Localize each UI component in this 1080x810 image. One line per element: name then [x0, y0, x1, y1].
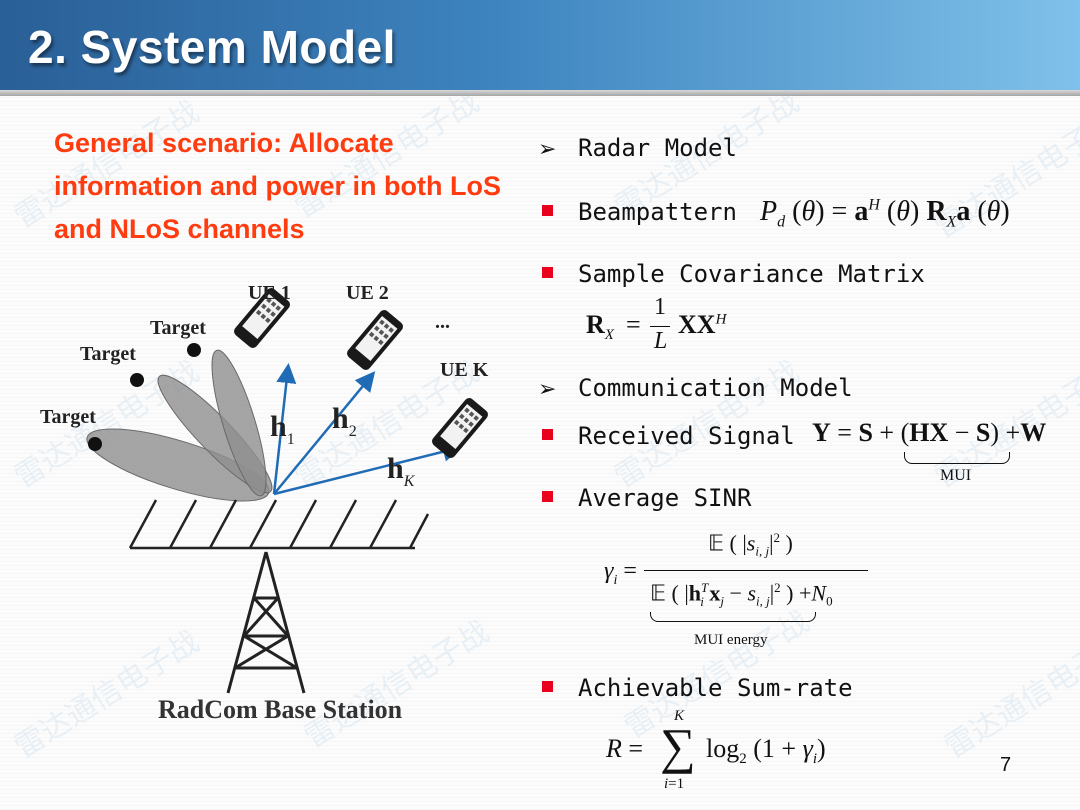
watermark: 雷达通信电子战: [938, 624, 1080, 766]
label-ue-ellipsis: ...: [435, 311, 450, 333]
red-square-icon: [542, 681, 553, 692]
channel-arrow-h2: [273, 371, 376, 495]
heading-communication-label: Communication Model: [578, 374, 853, 402]
target-dot-icon: [187, 343, 201, 357]
heading-radar-model: ➢ Radar Model: [538, 134, 737, 162]
slide-title: 2. System Model: [28, 21, 396, 73]
bullet-sum-rate: Achievable Sum-rate: [542, 674, 853, 702]
mui-label: MUI: [940, 467, 972, 484]
received-label: Received Signal: [578, 422, 795, 450]
target-dot-icon: [88, 437, 102, 451]
smartphone-icon: [234, 288, 290, 348]
bullet-received-signal: Received Signal: [542, 422, 795, 450]
heading-communication-model: ➢ Communication Model: [538, 374, 853, 402]
mui-energy-label: MUI energy: [694, 632, 768, 648]
sum-rate-equation: R = K ∑ i=1 log2 (1 + γi): [606, 708, 826, 792]
red-square-icon: [542, 491, 553, 502]
label-target-mid: Target: [80, 343, 136, 365]
title-bar: [0, 0, 1080, 90]
scenario-text: General scenario: Allocate information a…: [54, 128, 501, 244]
heading-radar-label: Radar Model: [578, 134, 737, 162]
sinr-equation: γi = 𝔼 ( |si, j|2 ) 𝔼 ( |hTi xj − si, j|…: [604, 522, 874, 652]
sinr-label: Average SINR: [578, 484, 752, 512]
label-hk: hK: [387, 452, 416, 490]
channel-arrows: [272, 363, 463, 496]
smartphone-icon: [347, 310, 403, 370]
bullet-average-sinr: Average SINR: [542, 484, 751, 512]
beam-lobes: [86, 349, 273, 502]
label-target-top: Target: [150, 317, 206, 339]
red-square-icon: [542, 429, 553, 440]
mui-brace: [904, 452, 1010, 464]
channel-arrow-hk: [273, 441, 463, 496]
label-h1: h1: [270, 410, 295, 448]
label-ue2: UE 2: [346, 282, 389, 304]
page-number: 7: [1000, 754, 1012, 776]
label-h2: h2: [332, 402, 357, 440]
covariance-label: Sample Covariance Matrix: [578, 260, 925, 288]
arrowhead-icon: ➢: [538, 377, 557, 402]
system-figure: UE 1 UE 2 ... UE K Target Target Target …: [40, 282, 489, 724]
bullet-covariance: Sample Covariance Matrix: [542, 260, 925, 288]
label-ue-k: UE K: [440, 359, 489, 381]
target-dot-icon: [130, 373, 144, 387]
label-base-station: RadCom Base Station: [158, 695, 403, 724]
smartphone-icon: [432, 398, 488, 458]
ground: [128, 499, 430, 550]
label-target-left: Target: [40, 406, 96, 428]
red-square-icon: [542, 267, 553, 278]
sumrate-label: Achievable Sum-rate: [578, 674, 853, 702]
channel-arrow-h1: [272, 363, 297, 495]
arrowhead-icon: ➢: [538, 137, 557, 162]
received-signal-equation: Y = S + (HX − S) +W: [812, 418, 1047, 447]
beampattern-equation: Pd (θ) = aH (θ) RXa (θ): [760, 196, 1010, 231]
lattice-tower-icon: [226, 551, 306, 694]
beampattern-label: Beampattern: [578, 198, 737, 226]
title-divider: [0, 90, 1080, 96]
bullet-beampattern: Beampattern: [542, 198, 737, 226]
beam-lobe: [211, 349, 267, 497]
red-square-icon: [542, 205, 553, 216]
label-ue1: UE 1: [248, 282, 291, 304]
